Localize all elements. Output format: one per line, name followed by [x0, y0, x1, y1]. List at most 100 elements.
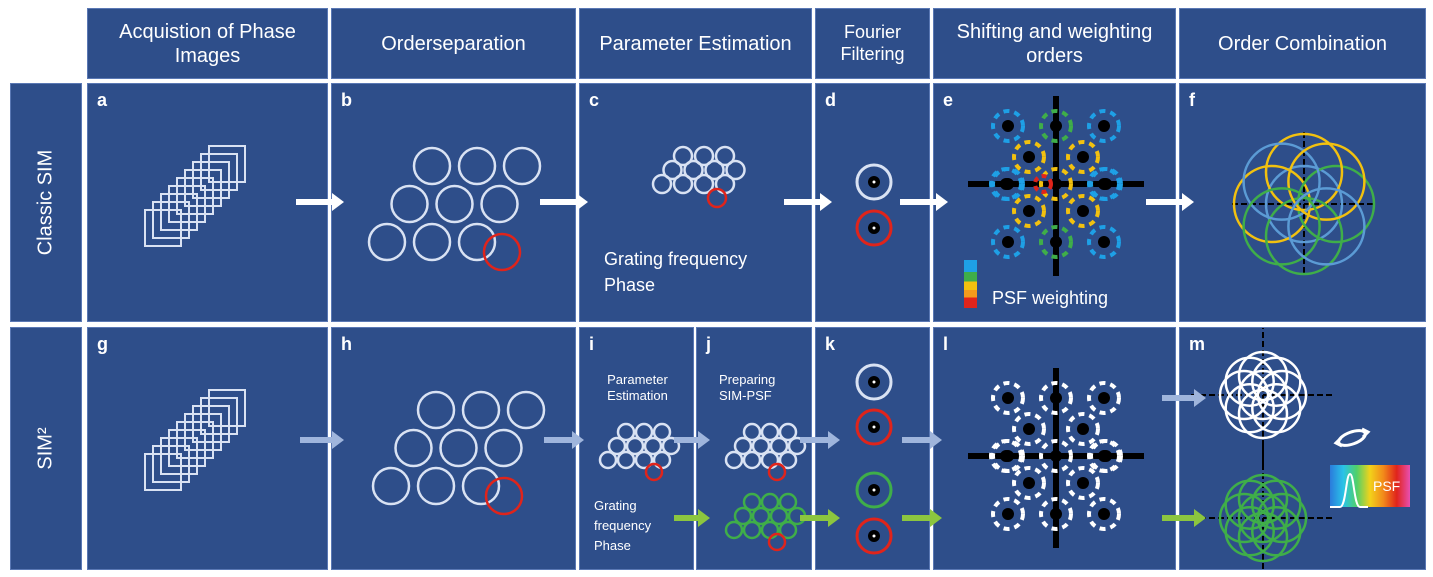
- flow-arrow: [902, 431, 942, 449]
- grating-phase-text-c: Grating frequency Phase: [604, 246, 747, 298]
- phase-image-frame: [208, 145, 246, 183]
- flow-arrow: [1162, 509, 1206, 527]
- header-parameter-text: Parameter Estimation: [599, 32, 792, 55]
- flow-arrow: [674, 509, 710, 527]
- combined-order-ring: [1237, 473, 1289, 525]
- order-center-dot: [1050, 178, 1062, 190]
- order-circle: [616, 422, 636, 442]
- combined-order-ring: [1237, 369, 1289, 421]
- psf-label: PSF: [1373, 478, 1401, 494]
- shifted-order-ring: [1012, 412, 1046, 446]
- order-circle: [704, 159, 725, 181]
- order-circles-j: [724, 422, 807, 552]
- i-grating-line: Grating: [594, 498, 637, 513]
- phase-image-frame: [160, 193, 198, 231]
- order-circle: [367, 222, 407, 262]
- order-circle: [412, 146, 452, 186]
- panel-a: a: [87, 83, 328, 322]
- phase-image-frame: [176, 421, 214, 459]
- phase-image-frame: [192, 405, 230, 443]
- row-label-sim2: SIM²: [10, 327, 82, 570]
- order-circle: [506, 390, 546, 430]
- combined-order-ring: [1242, 142, 1321, 221]
- combined-order-ring: [1264, 164, 1344, 244]
- panel-k: k: [815, 327, 930, 570]
- panel-c: c Grating frequency Phase: [579, 83, 812, 322]
- header-order-combination: Order Combination: [1179, 8, 1426, 79]
- order-circle: [461, 390, 501, 430]
- order-circle: [672, 173, 694, 195]
- shifted-order-ring: [1012, 194, 1046, 228]
- order-circle: [457, 146, 497, 186]
- order-center-dot: [1050, 392, 1062, 404]
- flow-arrow: [902, 509, 942, 527]
- order-circle: [662, 159, 683, 181]
- i-title-line1: Parameter: [607, 372, 668, 387]
- combined-orders-m: [1191, 328, 1335, 569]
- order-circle: [661, 436, 681, 456]
- order-circle: [714, 145, 736, 167]
- panel-letter-j: j: [706, 334, 712, 354]
- order-circle: [457, 222, 497, 262]
- phase-image-frame: [168, 429, 206, 467]
- order-circles-i: [598, 422, 681, 482]
- flow-arrow: [296, 193, 344, 211]
- phase-image-frame: [152, 445, 190, 483]
- order-center-dot: [1002, 236, 1014, 248]
- order-center-dot: [1023, 151, 1035, 163]
- phase-image-stack-g: [144, 389, 246, 491]
- order-circle: [390, 184, 429, 224]
- order-circle: [769, 436, 789, 456]
- combined-order-ring: [1296, 164, 1376, 244]
- panel-h: h: [331, 327, 576, 570]
- combined-order-ring: [1224, 479, 1275, 530]
- phase-image-frame: [144, 453, 182, 491]
- combined-order-ring: [1224, 356, 1275, 407]
- shifted-order-ring: [1087, 225, 1121, 259]
- shifted-orders-l: [968, 368, 1144, 548]
- order-center-dot: [1050, 508, 1062, 520]
- phase-image-stack-a: [144, 145, 246, 247]
- header-parameter-estimation: Parameter Estimation: [579, 8, 812, 79]
- order-center-dot: [1023, 205, 1035, 217]
- order-center-dot: [1098, 392, 1110, 404]
- psf-circle-green: [733, 506, 753, 526]
- flow-arrow: [800, 509, 840, 527]
- psf-circle-green: [724, 520, 744, 540]
- order-circle: [484, 428, 523, 468]
- i-frequency-line: frequency: [594, 518, 652, 533]
- phase-image-frame: [160, 437, 198, 475]
- order-circle: [733, 436, 753, 456]
- flow-arrow: [784, 193, 832, 211]
- panel-letter-g: g: [97, 334, 108, 354]
- psf-weighting-colorbar: [964, 260, 977, 308]
- order-circle: [683, 159, 704, 181]
- j-title: Preparing SIM-PSF: [719, 372, 775, 404]
- order-circle: [502, 146, 542, 186]
- combined-order-ring: [1251, 506, 1302, 557]
- header-orderseparation: Orderseparation: [331, 8, 576, 79]
- shifted-order-ring: [989, 167, 1023, 201]
- order-circle: [693, 173, 715, 195]
- header-shifting-text: Shifting and weighting orders: [956, 20, 1153, 67]
- order-center-dot: [1098, 236, 1110, 248]
- phase-image-frame: [168, 185, 206, 223]
- combined-order-ring: [1251, 479, 1302, 530]
- combined-order-ring: [1237, 511, 1289, 563]
- panel-letter-d: d: [825, 90, 836, 110]
- order-circle: [778, 422, 798, 442]
- order-circles-c: [651, 145, 746, 209]
- combined-order-ring: [1242, 187, 1321, 266]
- row-label-classic-sim: Classic SIM: [10, 83, 82, 322]
- combined-order-ring: [1287, 142, 1366, 221]
- order-circles-b: [367, 146, 542, 272]
- panel-letter-c: c: [589, 90, 600, 110]
- order-center-dot: [1050, 120, 1062, 132]
- order-circle: [787, 436, 807, 456]
- order-center-dot: [1000, 450, 1012, 462]
- order-circle: [616, 450, 636, 470]
- order-center-dot: [1077, 151, 1089, 163]
- order-circles-h: [371, 390, 546, 516]
- order-circle: [672, 145, 694, 167]
- shifted-order-ring: [1066, 412, 1100, 446]
